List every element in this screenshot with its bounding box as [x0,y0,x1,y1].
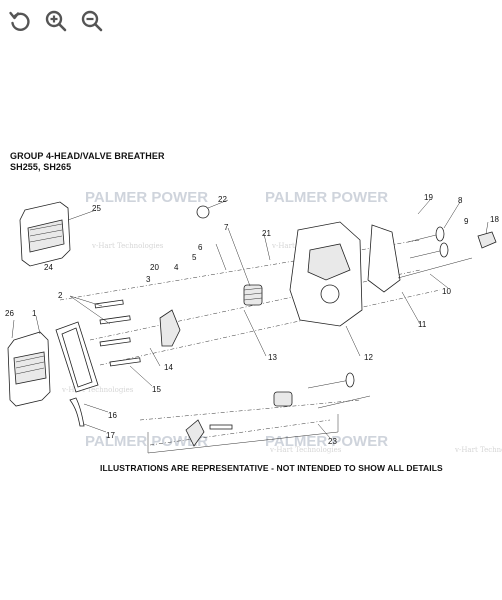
exploded-parts-diagram: PALMER POWER PALMER POWER PALMER POWER P… [5,189,502,454]
diagram-title-line2: SH255, SH265 [10,162,72,172]
watermark-text: PALMER POWER [265,433,388,450]
diagram-title: GROUP 4-HEAD/VALVE BREATHER SH255, SH265 [10,151,165,173]
callout-7: 7 [224,223,229,232]
callout-11: 11 [418,320,427,329]
diagram-caption: ILLUSTRATIONS ARE REPRESENTATIVE - NOT I… [100,463,443,473]
callout-17: 17 [106,431,115,440]
watermark-text: PALMER POWER [85,433,208,450]
valve-spring-part [243,284,293,407]
callout-16: 16 [108,411,117,420]
group-bracket [147,414,339,454]
valve-cover-top-part [19,201,71,267]
watermark-small-text: v-Hart Technologies [269,446,342,454]
o-ring-part [196,205,210,219]
head-gasket-part [367,224,401,293]
breather-tube-part [69,397,85,427]
callout-5: 5 [192,253,197,262]
callout-22: 22 [218,195,227,204]
watermark-text: PALMER POWER [265,189,388,206]
zoom-in-button[interactable] [42,7,70,35]
callout-9: 9 [464,217,469,226]
callout-12: 12 [364,353,373,362]
callout-20: 20 [150,263,159,272]
callout-15: 15 [152,385,161,394]
zoom-out-icon [81,10,103,32]
lower-rocker-part [185,419,205,447]
watermark-small-text: v-Hart Technologies [454,446,502,454]
valve-cover-part [7,331,51,407]
lower-pin-part [209,424,233,430]
callout-8: 8 [458,196,463,205]
diagram-title-line1: GROUP 4-HEAD/VALVE BREATHER [10,151,165,161]
callout-24: 24 [44,263,53,272]
rocker-part [477,231,497,249]
watermark-small-text: v-Hart Technologies [61,386,134,394]
zoom-in-icon [45,10,67,32]
viewer-toolbar [0,0,502,46]
valve-part [307,226,473,409]
callout-14: 14 [164,363,173,372]
callout-21: 21 [262,229,271,238]
callout-4: 4 [174,263,179,272]
callout-19: 19 [424,193,433,202]
rocker-arm-part [159,309,181,347]
callout-18: 18 [490,215,499,224]
callout-26: 26 [5,309,14,318]
callout-6: 6 [198,243,203,252]
callout-23: 23 [328,437,337,446]
callout-25: 25 [92,204,101,213]
watermark-text: PALMER POWER [85,189,208,206]
callout-1: 1 [32,309,37,318]
rotate-button[interactable] [6,7,34,35]
callout-2: 2 [58,291,63,300]
callout-10: 10 [442,287,451,296]
zoom-out-button[interactable] [78,7,106,35]
callout-13: 13 [268,353,277,362]
watermark-small-text: v-Hart Technologies [91,242,164,250]
rotate-ccw-icon [9,11,30,31]
callout-3: 3 [146,275,151,284]
bolt-part [94,299,141,367]
